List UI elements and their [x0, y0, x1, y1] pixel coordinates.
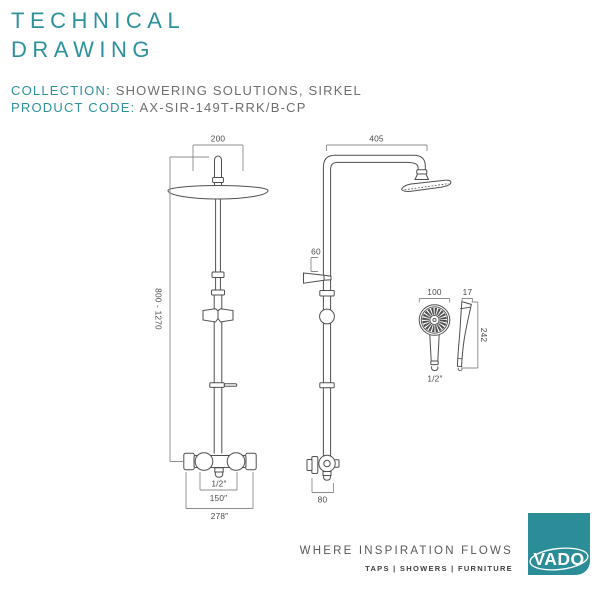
- collection-label: COLLECTION:: [11, 83, 111, 98]
- dim-handset-connection: 1/2″: [427, 374, 442, 384]
- product-code-value: AX-SIR-149T-RRK/B-CP: [139, 99, 307, 115]
- dim-front-adjustable-height: 800 - 1270: [154, 288, 164, 330]
- side-view-dimensions: 405 60 80: [310, 134, 428, 505]
- handset-detail: 100 17 242 1/2″: [418, 287, 489, 384]
- front-view-dimensions: 200 800 - 1270 1/2″ 150″ 278″: [154, 134, 254, 521]
- product-code-row: PRODUCT CODE: AX-SIR-149T-RRK/B-CP: [11, 100, 362, 117]
- page-title-line1: TECHNICAL: [11, 8, 186, 33]
- vado-logo-mark: VADO: [529, 547, 589, 571]
- front-view: 200 800 - 1270 1/2″ 150″ 278″: [154, 134, 269, 521]
- dim-front-overall-width: 278″: [211, 511, 229, 521]
- handset-dimensions: 100 17 242 1/2″: [418, 287, 489, 384]
- dim-handset-length: 242: [479, 328, 489, 343]
- dim-handset-head-depth: 17: [463, 287, 473, 297]
- vado-logo: VADO: [528, 513, 590, 575]
- dim-front-head-diameter: 200: [211, 134, 226, 144]
- dim-handset-head-diameter: 100: [427, 287, 442, 297]
- handset-product-outline: [418, 300, 472, 372]
- dim-side-holder-depth: 60: [311, 247, 321, 257]
- page-title-line2: DRAWING: [11, 37, 156, 62]
- vado-logo-text: VADO: [533, 549, 584, 569]
- product-code-label: PRODUCT CODE:: [11, 99, 136, 115]
- product-meta: COLLECTION: SHOWERING SOLUTIONS, SIRKEL …: [11, 83, 362, 116]
- side-view: 405 60 80: [303, 134, 452, 505]
- collection-value: SHOWERING SOLUTIONS, SIRKEL: [115, 83, 362, 98]
- dim-side-valve-depth: 80: [318, 495, 328, 505]
- brand-categories: TAPS | SHOWERS | FURNITURE: [365, 564, 513, 573]
- dim-front-inlet-centres: 150″: [210, 493, 228, 503]
- vado-logo-swoosh: [529, 547, 589, 571]
- collection-row: COLLECTION: SHOWERING SOLUTIONS, SIRKEL: [11, 83, 362, 100]
- dim-side-arm-projection: 405: [369, 134, 384, 144]
- dim-front-outlet-connection: 1/2″: [211, 479, 226, 489]
- side-view-product-outline: [303, 154, 452, 481]
- brand-tagline: WHERE INSPIRATION FLOWS: [299, 545, 513, 557]
- front-view-product-outline: [167, 155, 269, 478]
- page-title: TECHNICAL DRAWING: [11, 6, 185, 64]
